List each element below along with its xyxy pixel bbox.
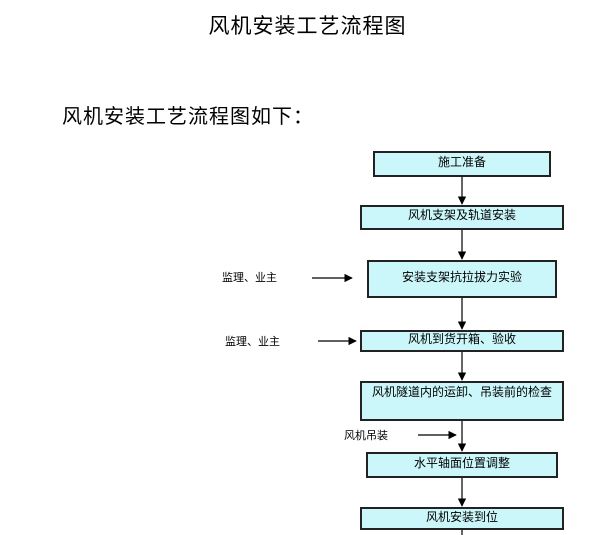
side-label-supervisor-2: 监理、业主 bbox=[225, 335, 280, 348]
page-title: 风机安装工艺流程图 bbox=[208, 14, 407, 38]
intro-text: 风机安装工艺流程图如下： bbox=[62, 104, 314, 128]
side-label-supervisor-1: 监理、业主 bbox=[222, 271, 277, 284]
step-unpack-inspection: 风机到货开箱、验收 bbox=[360, 330, 564, 352]
step-label: 安装支架抗拉拔力实验 bbox=[401, 270, 522, 284]
step-horizontal-adjust: 水平轴面位置调整 bbox=[366, 452, 558, 478]
step-label: 水平轴面位置调整 bbox=[413, 456, 510, 470]
step-bracket-rail-install: 风机支架及轨道安装 bbox=[360, 205, 564, 230]
step-label: 风机到货开箱、验收 bbox=[407, 332, 516, 346]
step-tunnel-transport-check: 风机隧道内的运卸、吊装前的检查 bbox=[360, 381, 564, 421]
step-label: 施工准备 bbox=[437, 155, 486, 169]
side-label-fan-hoisting: 风机吊装 bbox=[344, 429, 388, 442]
step-label: 风机隧道内的运卸、吊装前的检查 bbox=[371, 385, 552, 399]
step-construction-prep: 施工准备 bbox=[373, 151, 551, 177]
step-pullout-test: 安装支架抗拉拔力实验 bbox=[367, 260, 557, 298]
step-label: 风机安装到位 bbox=[425, 510, 498, 524]
step-label: 风机支架及轨道安装 bbox=[407, 208, 516, 222]
step-fan-in-place: 风机安装到位 bbox=[360, 507, 564, 530]
